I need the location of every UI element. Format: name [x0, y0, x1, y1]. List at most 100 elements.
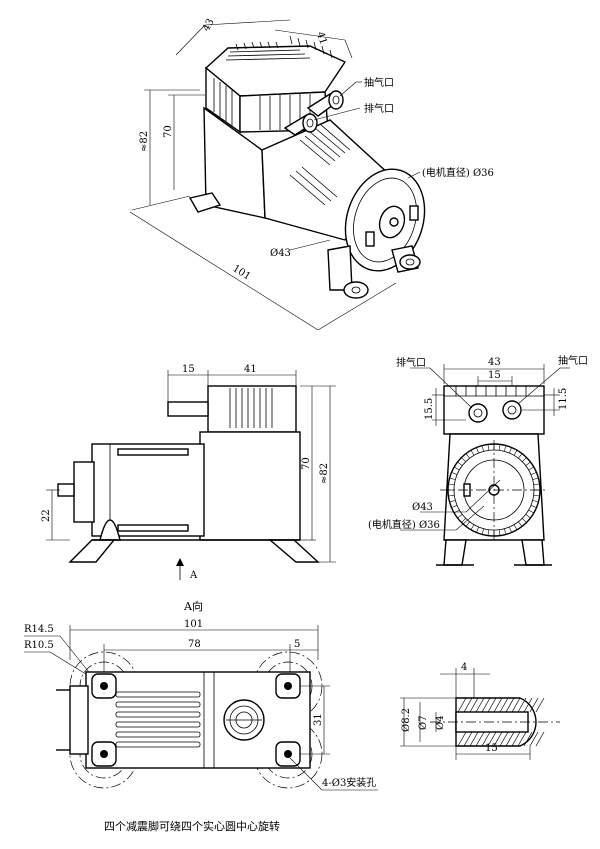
motor-rib: [498, 444, 501, 451]
hatch-line: [505, 697, 515, 713]
iso-dim-depth: 41: [314, 31, 328, 47]
iso-side-fins: [213, 78, 233, 126]
bottom-view-title: A向: [183, 599, 203, 613]
hatch-line: [481, 697, 491, 713]
front-exhaust-port: [468, 403, 488, 423]
hatch-line: [475, 731, 485, 747]
hatch-line: [457, 697, 467, 713]
bottom-dim-edge: 5: [294, 639, 300, 650]
front-dim-right-port: 11.5: [558, 388, 569, 410]
hatch-line: [499, 697, 509, 713]
motor-rib: [533, 494, 540, 497]
motor-rib: [451, 505, 458, 508]
hatch-line: [499, 731, 509, 747]
motor-rib: [481, 445, 484, 452]
motor-rib: [525, 461, 531, 466]
motor-rib: [451, 472, 458, 475]
front-dim-port-spacing: 15: [488, 370, 501, 381]
hatch-line: [511, 731, 521, 747]
iso-feet: [188, 192, 421, 299]
hatch-line: [511, 697, 521, 713]
motor-rib: [522, 457, 527, 462]
hatch-line: [487, 697, 497, 713]
nozzle-dim-length: 15: [485, 743, 498, 754]
motor-rib: [457, 514, 463, 519]
motor-rib: [518, 521, 523, 527]
hatch-line: [517, 731, 527, 747]
hatch-line: [517, 697, 527, 713]
motor-rib: [530, 472, 537, 475]
motor-rib: [470, 524, 475, 530]
front-dim-left-port: 15.5: [424, 398, 435, 420]
hatch-line: [493, 697, 503, 713]
front-label-body-dia: Ø43: [412, 502, 433, 513]
front-label-motor-dia: (电机直径) Ø36: [368, 518, 440, 531]
iso-dim-total-height: ≈82: [139, 131, 150, 152]
iso-terminal-bottom: [365, 231, 375, 247]
motor-rib: [448, 494, 455, 497]
motor-rib: [533, 483, 540, 486]
front-dim-width: 43: [488, 357, 501, 368]
nozzle-dim-bore: Ø4: [435, 715, 446, 730]
nozzle-dim-outer: Ø8.2: [401, 708, 412, 732]
side-dim-total-height: ≈82: [319, 463, 330, 484]
iso-dim-height: 70: [163, 125, 174, 138]
bottom-label-r-inner: R10.5: [24, 640, 54, 651]
iso-cooling-fins: [225, 35, 333, 61]
motor-rib: [454, 509, 460, 514]
bottom-dim-length: 101: [184, 619, 203, 630]
motor-rib: [461, 457, 466, 462]
iso-motor-slots: [289, 123, 351, 206]
motor-rib: [449, 477, 456, 480]
footer-note: 四个减震脚可绕四个实心圆中心旋转: [104, 819, 280, 833]
motor-rib: [470, 450, 475, 456]
hatch-line: [529, 731, 539, 747]
motor-rib: [513, 450, 518, 456]
motor-rib: [457, 461, 463, 466]
motor-rib: [513, 524, 518, 530]
hatch-line: [493, 731, 503, 747]
motor-rib: [454, 466, 460, 471]
front-head-fins: [455, 386, 527, 396]
side-head-fins: [229, 388, 273, 428]
motor-rib: [476, 526, 479, 533]
motor-rib: [487, 529, 490, 536]
side-nozzle: [167, 401, 209, 417]
motor-rib: [465, 521, 470, 527]
front-label-suction: 抽气口: [558, 354, 588, 367]
bottom-dim-hole-spacing: 78: [188, 639, 201, 650]
side-dim-head: 41: [244, 364, 257, 375]
bottom-vent-slots: [115, 691, 201, 748]
bottom-label-r-outer: R14.5: [24, 624, 54, 635]
iso-dim-width: 43: [201, 17, 217, 33]
bottom-label-holes: 4-Ø3安装孔: [322, 776, 376, 789]
motor-rib: [504, 445, 507, 452]
iso-label-suction: 抽气口: [364, 76, 394, 89]
hatch-line: [523, 697, 533, 713]
motor-rib: [509, 447, 512, 454]
bottom-mounting-feet: [91, 673, 301, 767]
hatch-line: [481, 731, 491, 747]
hatch-line: [469, 731, 479, 747]
motor-rib: [509, 526, 512, 533]
front-suction-port: [502, 400, 522, 420]
hatch-line: [469, 697, 479, 713]
hatch-line: [457, 731, 467, 747]
hatch-line: [529, 697, 539, 713]
motor-rib: [448, 483, 455, 486]
front-view: 43 15 排气口 抽气口: [368, 354, 588, 566]
isometric-view: 43 41 ≈82 70: [129, 17, 494, 331]
iso-terminal-top: [409, 205, 419, 221]
iso-label-motor-dia: (电机直径) Ø36: [422, 166, 494, 179]
bottom-dim-hole-width: 31: [313, 713, 324, 726]
motor-rib: [498, 529, 501, 536]
side-dim-shaft-height: 22: [41, 509, 52, 522]
motor-rib: [487, 444, 490, 451]
motor-rib: [518, 453, 523, 459]
iso-ports: [283, 90, 344, 136]
hatch-line: [523, 731, 533, 747]
side-view-arrow-label: A: [189, 570, 198, 581]
nozzle-detail: 4 Ø8.2 Ø7 Ø4 15: [400, 662, 560, 760]
motor-rib: [476, 447, 479, 454]
